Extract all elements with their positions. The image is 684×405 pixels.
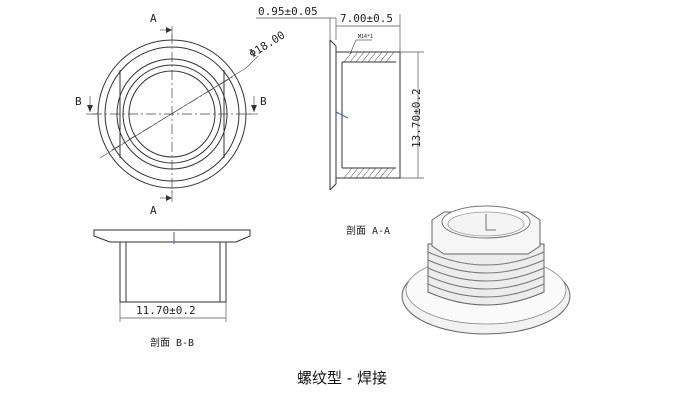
figure-title: 螺纹型 - 焊接: [297, 369, 387, 387]
section-bb-view: 11.70±0.2 剖面 B-B: [93, 229, 251, 349]
diameter-dimension: Φ18.00: [247, 28, 288, 60]
section-aa-view: 0.95±0.05 7.00±0.5 M14*1 13.70±0.2 剖面 A-…: [256, 5, 424, 237]
inner-width-dimension: 11.70±0.2: [136, 304, 196, 317]
section-aa-label: 剖面 A-A: [346, 224, 390, 237]
height-dimension: 13.70±0.2: [410, 88, 423, 148]
section-marker-b-left: B: [75, 95, 82, 108]
thread-length-dimension: 7.00±0.5: [340, 12, 393, 25]
thread-spec-label: M14*1: [358, 34, 373, 40]
flange-thickness-dimension: 0.95±0.05: [258, 5, 318, 18]
threaded-fitting-render: [401, 205, 571, 335]
top-view: A A B B Φ18.00: [75, 12, 287, 217]
section-marker-a-bottom: A: [150, 204, 157, 217]
section-marker-a-top: A: [150, 12, 157, 25]
section-bb-label: 剖面 B-B: [150, 336, 194, 349]
section-marker-b-right: B: [260, 95, 267, 108]
